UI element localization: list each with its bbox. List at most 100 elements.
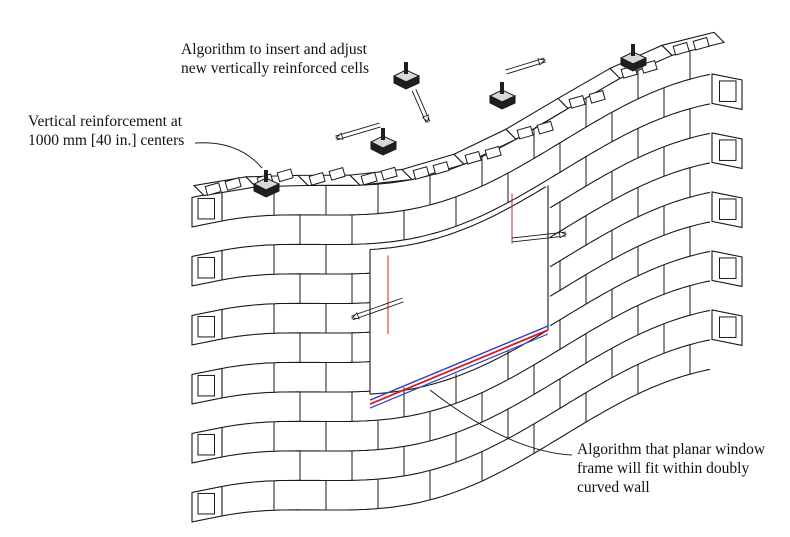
connector-base xyxy=(620,57,647,72)
connector-icon xyxy=(392,62,421,90)
course-line xyxy=(221,191,711,340)
sill-rebar-blue xyxy=(369,325,549,401)
arrow-shaft xyxy=(351,297,403,317)
arrow-shaft xyxy=(512,235,567,243)
window-sill-reinforcement xyxy=(369,325,549,409)
arrow-shaft xyxy=(335,122,380,137)
block-courses xyxy=(221,44,711,517)
arrow-icon xyxy=(335,122,381,141)
connector-base xyxy=(489,95,516,110)
right-end-block xyxy=(711,73,743,111)
arrow-shaft xyxy=(336,126,381,141)
course-line xyxy=(221,368,711,517)
arrow-shaft xyxy=(505,57,545,71)
arrow-shaft xyxy=(352,301,404,321)
course-line xyxy=(221,103,711,252)
course-line xyxy=(221,162,711,311)
top-block xyxy=(660,31,726,56)
annotation-line: Algorithm that planar window xyxy=(577,441,766,458)
sill-rebar-blue xyxy=(369,333,549,409)
block-cell xyxy=(197,374,215,397)
rebar-stub xyxy=(264,170,268,182)
connector-base xyxy=(253,183,280,198)
block-cell xyxy=(197,197,215,220)
rebar-stub xyxy=(404,62,408,74)
block-cell xyxy=(197,492,215,515)
adjustment-arrows xyxy=(335,57,568,321)
window-head xyxy=(369,186,547,251)
arrow-head xyxy=(351,312,360,320)
annotation-line: new vertically reinforced cells xyxy=(181,60,370,77)
block-cell xyxy=(692,36,710,51)
top-block xyxy=(296,166,362,186)
connector-base xyxy=(393,75,420,90)
rebar-stub xyxy=(381,128,385,140)
annotation-vertical-reinforcement: Vertical reinforcement at 1000 mm [40 in… xyxy=(28,112,184,150)
arrow-icon xyxy=(351,297,404,321)
block-cell xyxy=(672,41,690,56)
block-cell xyxy=(536,120,554,135)
course-line xyxy=(221,132,711,281)
left-end-block xyxy=(191,367,223,405)
block-cell xyxy=(719,257,737,279)
right-end-block xyxy=(711,309,743,347)
block-cell xyxy=(224,177,242,191)
annotation-insert-cells: Algorithm to insert and adjust new verti… xyxy=(181,40,369,78)
window-opening xyxy=(369,185,549,395)
arrow-shaft xyxy=(506,61,546,75)
annotation-line: 1000 mm [40 in.] centers xyxy=(28,132,185,149)
block-cell xyxy=(464,150,482,165)
course-line xyxy=(221,250,711,399)
arrow-head xyxy=(421,114,429,123)
block-cell xyxy=(432,161,450,175)
block-cell xyxy=(276,168,294,183)
left-end-block xyxy=(191,426,223,464)
right-end-block xyxy=(711,250,743,288)
connector-icon xyxy=(488,82,517,110)
connector-icon xyxy=(369,128,398,156)
left-end-block xyxy=(191,485,223,523)
block-cell xyxy=(197,256,215,279)
wall-face xyxy=(222,45,712,516)
course-line xyxy=(221,73,711,222)
rebar-stub xyxy=(631,44,635,56)
annotation-line: frame will fit within doubly xyxy=(577,460,750,477)
right-end-block xyxy=(711,132,743,170)
block-cell xyxy=(719,316,737,338)
block-cell xyxy=(328,166,346,181)
block-cell xyxy=(204,182,222,196)
block-cell xyxy=(484,145,502,160)
block-cell xyxy=(719,139,737,161)
right-end-block xyxy=(711,191,743,229)
leader-vertical-reinforcement xyxy=(194,142,263,169)
rebar-stub xyxy=(500,82,504,94)
arrow-icon xyxy=(411,89,431,123)
block-cell xyxy=(380,166,398,181)
annotation-line: Vertical reinforcement at xyxy=(28,113,183,130)
left-end-block xyxy=(191,308,223,346)
arrow-head xyxy=(558,231,568,239)
connector-icon xyxy=(252,170,281,198)
sill-rebar-red xyxy=(369,329,549,405)
top-block xyxy=(400,153,466,181)
block-cell xyxy=(308,171,326,186)
course-line xyxy=(221,309,711,458)
course-line xyxy=(221,280,711,429)
connector-icon xyxy=(619,44,648,72)
block-cell xyxy=(719,80,737,102)
connector-base xyxy=(370,141,397,156)
annotation-window-frame: Algorithm that planar window frame will … xyxy=(577,440,765,497)
block-top-face xyxy=(296,174,362,186)
leader-lines xyxy=(194,142,573,456)
wall-end-blocks xyxy=(191,73,743,523)
top-block xyxy=(192,176,258,197)
course-line xyxy=(221,221,711,370)
vertical-reinforcement-connectors xyxy=(252,44,648,198)
block-cell xyxy=(197,433,215,456)
arrow-head xyxy=(335,132,344,140)
left-end-block xyxy=(191,249,223,287)
block-cell xyxy=(360,171,378,186)
top-block xyxy=(505,97,569,140)
arrow-shaft xyxy=(511,231,566,239)
